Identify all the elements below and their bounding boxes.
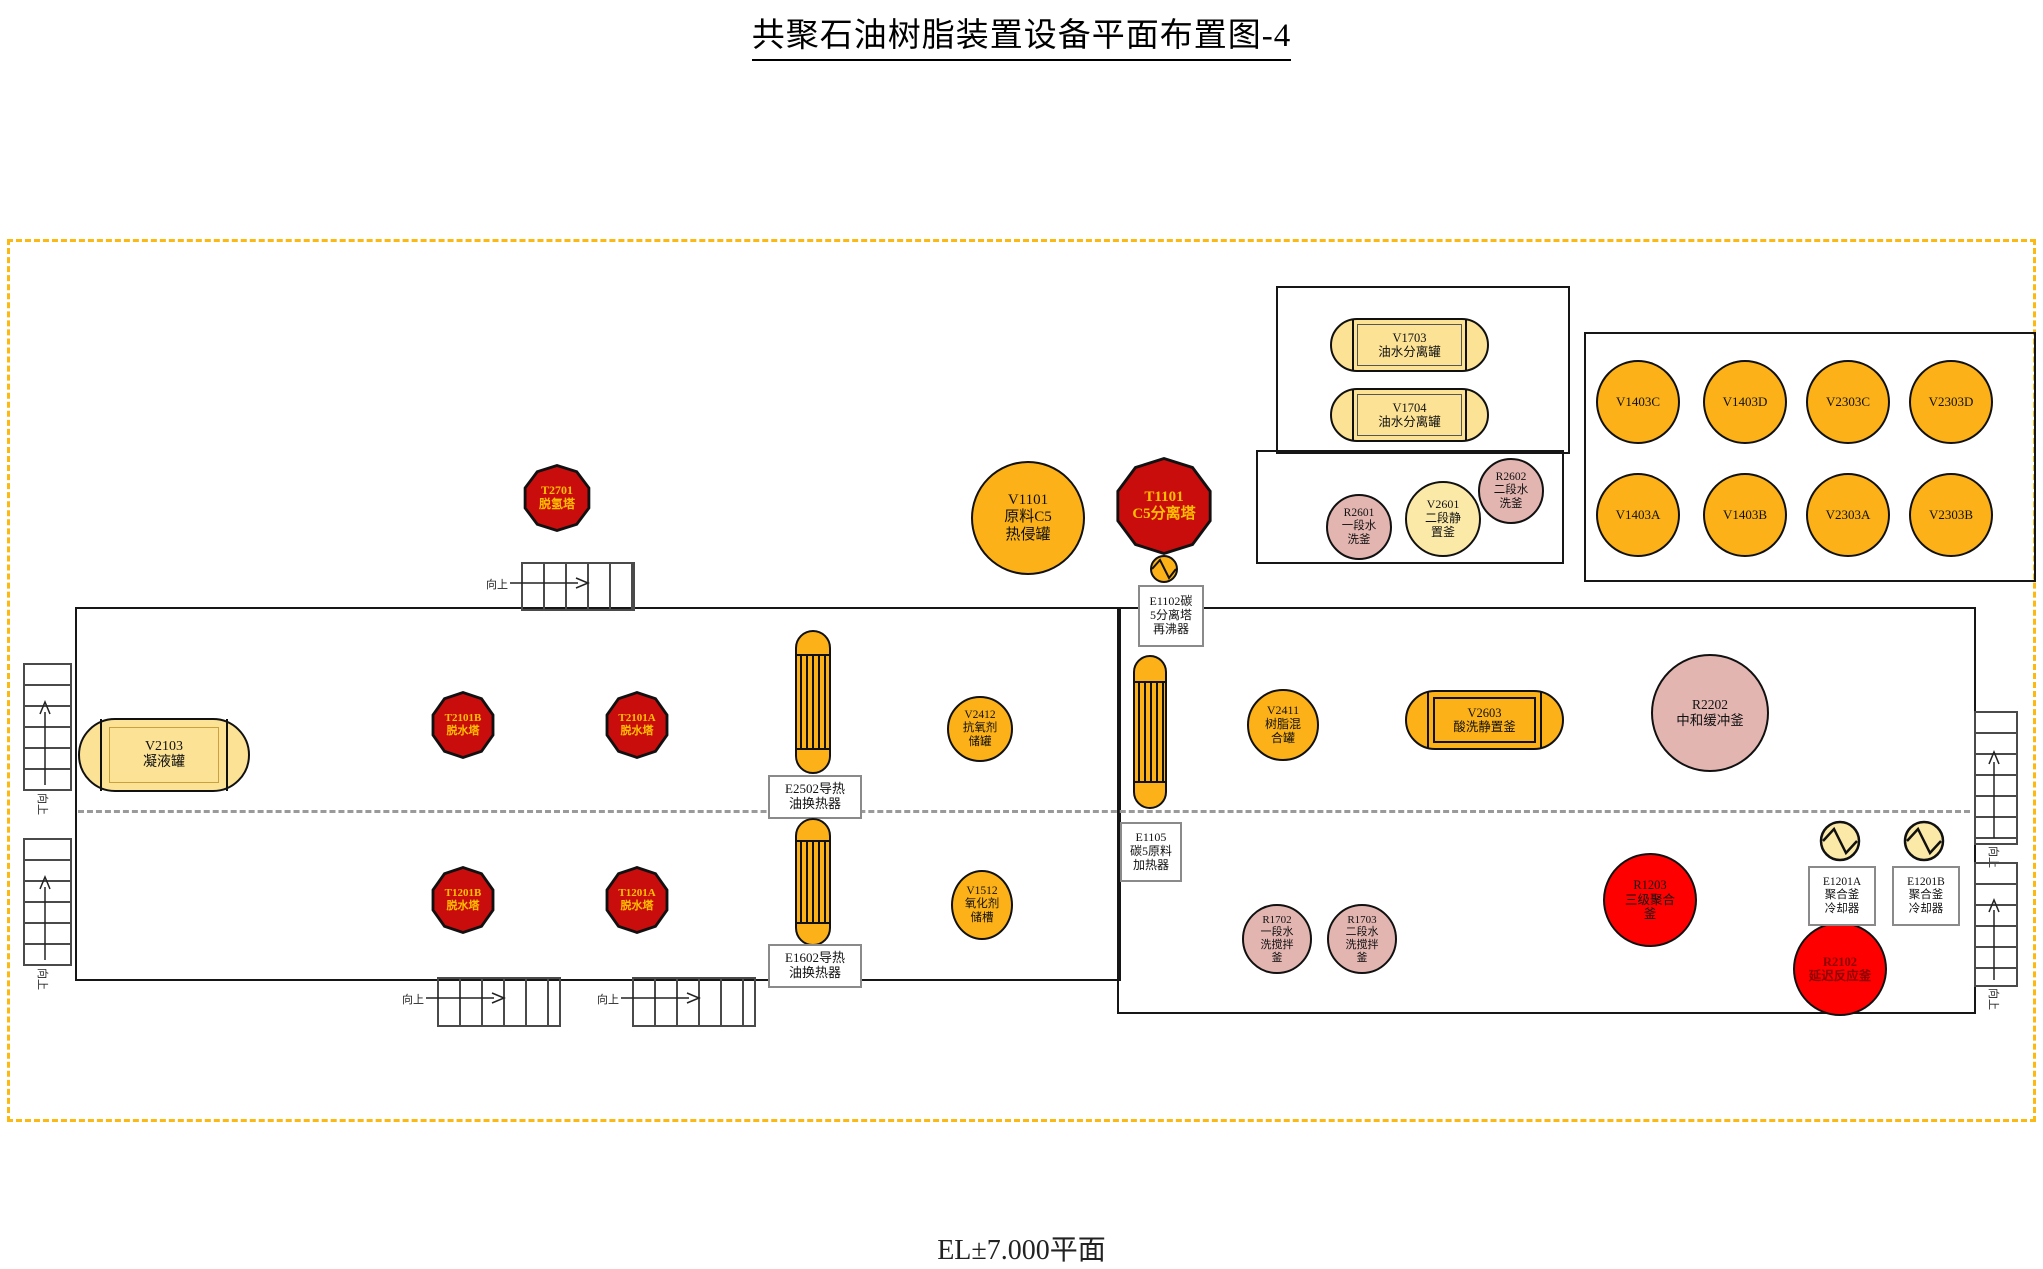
tower-t1201b: T1201B 脱水塔 (431, 866, 495, 934)
vessel-v1101: V1101 原料C5 热侵罐 (971, 461, 1085, 575)
stairs-left-lower-up-label: 向上 (36, 968, 48, 990)
vessel-v2303b: V2303B (1909, 473, 1993, 557)
right-arrow-icon (621, 992, 701, 1004)
stairs-bottom-right-up-label: 向上 (597, 994, 619, 1006)
vessel-v1403a: V1403A (1596, 473, 1680, 557)
tank-v1512: V1512 氧化剂 储槽 (951, 870, 1013, 940)
vessel-v1403c: V1403C (1596, 360, 1680, 444)
kettle-r2601: R2601 一段水 洗釜 (1326, 494, 1392, 560)
vessel-v1403d: V1403D (1703, 360, 1787, 444)
exchanger-e1102-label: E1102碳 5分离塔 再沸器 (1138, 585, 1204, 647)
kettle-r1702: R1702 一段水 洗搅拌 釜 (1242, 904, 1312, 974)
kettle-r2602: R2602 二段水 洗釜 (1478, 458, 1544, 524)
separator-room-outline (1276, 286, 1570, 454)
exchanger-e2502-label: E2502导热 油换热器 (768, 775, 862, 819)
tower-t1201a: T1201A 脱水塔 (605, 866, 669, 934)
tower-t2101b: T2101B 脱水塔 (431, 691, 495, 759)
kettle-v2601: V2601 二段静 置釜 (1405, 481, 1481, 557)
heater-e1105-column (1133, 655, 1167, 809)
stairs-top-up-label: 向上 (486, 579, 508, 591)
kettle-r1703: R1703 二段水 洗搅拌 釜 (1327, 904, 1397, 974)
battery-limit-border (7, 239, 2036, 1122)
exchanger-e2502-column (795, 630, 831, 774)
vessel-v1403b: V1403B (1703, 473, 1787, 557)
vessel-v2303a: V2303A (1806, 473, 1890, 557)
stairs-bottom-left-up-label: 向上 (402, 994, 424, 1006)
tank-v1704: V1704 油水分离罐 (1330, 388, 1489, 442)
stairs-right-lower-up-label: 向上 (1987, 988, 1999, 1010)
stairs-bottom-right (632, 977, 756, 1027)
tower-t1101: T1101 C5分离塔 (1116, 457, 1212, 555)
tank-v2412: V2412 抗氧剂 储罐 (947, 696, 1013, 762)
tower-t2101a: T2101A 脱水塔 (605, 691, 669, 759)
up-arrow-icon (39, 875, 51, 960)
tank-v2103: V2103 凝液罐 (78, 718, 250, 792)
tank-v1703: V1703 油水分离罐 (1330, 318, 1489, 372)
stairs-right-upper (1974, 711, 2018, 845)
elevation-label: EL±7.000平面 (937, 1235, 1106, 1266)
tower-t2701: T2701 脱氢塔 (523, 464, 591, 532)
vessel-v2303d: V2303D (1909, 360, 1993, 444)
stairs-right-lower (1974, 862, 2018, 987)
wash-kettle-room-outline (1256, 450, 1564, 564)
heater-e1105-label: E1105 碳5原料 加热器 (1120, 822, 1182, 882)
vessel-v2303c: V2303C (1806, 360, 1890, 444)
up-arrow-icon (1988, 750, 2000, 838)
right-arrow-icon (510, 577, 590, 589)
kettle-r2102: R2102 延迟反应釜 (1793, 922, 1887, 1016)
right-arrow-icon (426, 992, 506, 1004)
heat-exchanger-icon (1903, 820, 1945, 862)
cooler-e1201b-label: E1201B 聚合釜 冷却器 (1892, 866, 1960, 926)
platform-edge-dashed-line (78, 810, 1970, 813)
stairs-left-upper-up-label: 向上 (36, 793, 48, 815)
exchanger-e1602-label: E1602导热 油换热器 (768, 944, 862, 988)
stairs-left-lower (23, 838, 72, 966)
heat-exchanger-icon (1819, 820, 1861, 862)
tank-v2411: V2411 树脂混 合罐 (1247, 689, 1319, 761)
kettle-r2202: R2202 中和缓冲釜 (1651, 654, 1769, 772)
stairs-bottom-left (437, 977, 561, 1027)
exchanger-e1602-column (795, 818, 831, 946)
kettle-r1203: R1203 三级聚合 釜 (1603, 853, 1697, 947)
kettle-v2603: V2603 酸洗静置釜 (1405, 690, 1564, 750)
heat-exchanger-icon (1150, 555, 1178, 583)
vessel-grid-room-outline (1584, 332, 2036, 582)
up-arrow-icon (39, 700, 51, 785)
cooler-e1201a-label: E1201A 聚合釜 冷却器 (1808, 866, 1876, 926)
stairs-left-upper (23, 663, 72, 791)
drawing-title: 共聚石油树脂装置设备平面布置图-4 (0, 8, 2043, 61)
up-arrow-icon (1988, 898, 2000, 980)
